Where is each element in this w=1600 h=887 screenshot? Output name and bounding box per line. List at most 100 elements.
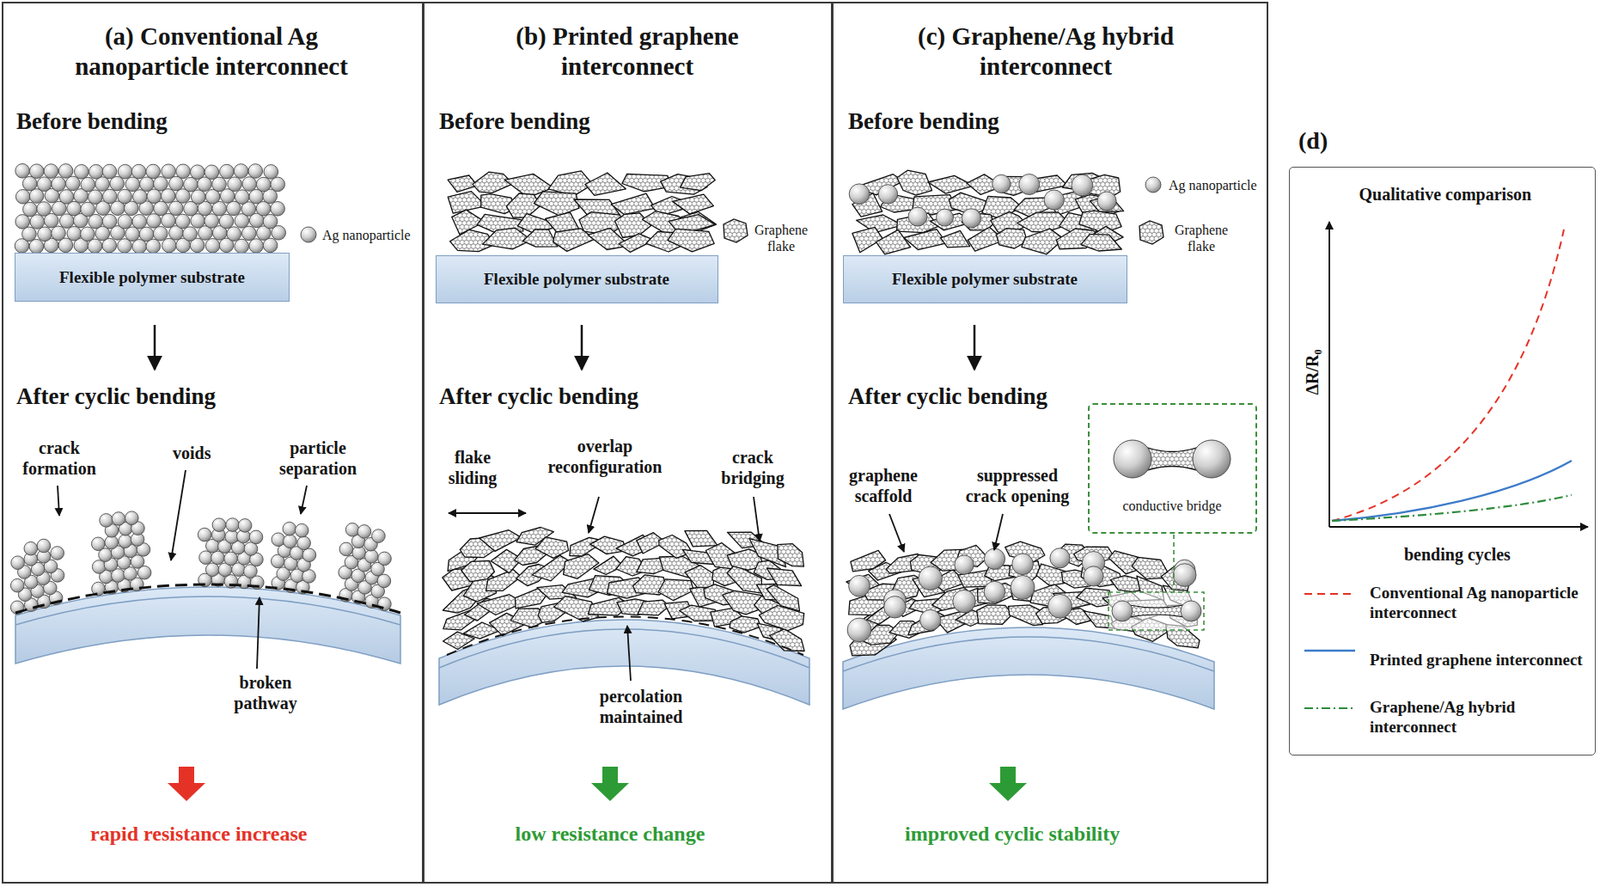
graphene-flake <box>486 569 522 592</box>
ag-nanoparticle <box>162 238 178 253</box>
illustration-part <box>153 324 157 370</box>
legend-label: Conventional Ag nanoparticle interconnec… <box>1369 583 1589 623</box>
graphene-flake <box>928 175 974 194</box>
illustration-part <box>439 629 810 668</box>
callout-text: conductive bridge <box>1123 497 1222 514</box>
ag-nanoparticle <box>183 177 199 192</box>
ag-nanoparticle <box>29 164 44 179</box>
ag-nanoparticle <box>91 560 106 575</box>
substrate-label: Flexible polymer substrate <box>483 269 670 290</box>
ag-nanoparticle <box>205 238 220 254</box>
ag-nanoparticle <box>225 518 240 532</box>
ag-nanoparticle <box>270 177 286 192</box>
ag-nanoparticle <box>1012 553 1034 575</box>
ag-nanoparticle <box>59 213 74 229</box>
graphene-flake <box>684 565 715 588</box>
illustration-part <box>1192 439 1231 478</box>
callout-label: crack bridging <box>712 446 794 489</box>
ag-nanoparticle <box>212 518 226 532</box>
illustration-part <box>1304 707 1356 709</box>
ag-nanoparticle <box>15 214 31 230</box>
illustration-part <box>588 496 599 533</box>
result-text: low resistance change <box>515 821 706 847</box>
substrate-label: Flexible polymer substrate <box>59 268 245 288</box>
ag-nanoparticle <box>1044 189 1064 210</box>
ag-nanoparticle <box>848 183 870 205</box>
panel-letter: (d) <box>1298 126 1328 156</box>
illustration-part <box>989 766 1027 801</box>
ag-nanoparticle <box>153 177 169 192</box>
illustration-part <box>1129 604 1185 617</box>
result-text: rapid resistance increase <box>90 821 307 847</box>
callout-label: graphene scaffold <box>836 464 931 507</box>
ag-nanoparticle <box>234 189 250 205</box>
ag-nanoparticle <box>132 239 147 255</box>
ag-nanoparticle <box>378 597 392 611</box>
ag-nanoparticle <box>256 177 271 192</box>
graphene-flake <box>461 560 495 582</box>
axis-label: ΔR/R₀ <box>1301 349 1323 396</box>
ag-nanoparticle <box>161 213 177 228</box>
ag-nanoparticle <box>80 226 96 242</box>
illustration-part <box>1172 534 1175 593</box>
ag-nanoparticle <box>983 580 1006 603</box>
graphene-flake <box>940 230 971 248</box>
ag-nanoparticle <box>15 164 31 179</box>
ag-nanoparticle <box>190 164 206 180</box>
axis-label: bending cycles <box>1404 543 1511 565</box>
section-heading: Before bending <box>848 107 1000 135</box>
ag-nanoparticle <box>111 512 126 526</box>
legend-label: Ag nanoparticle <box>322 226 411 244</box>
illustration-part <box>448 512 526 514</box>
ag-nanoparticle <box>125 177 141 192</box>
ag-nanoparticle <box>878 184 898 204</box>
illustration-part <box>842 627 1215 709</box>
ag-nanoparticle <box>169 201 184 216</box>
ag-nanoparticle <box>102 164 117 179</box>
ag-nanoparticle <box>80 201 96 217</box>
section-heading: After cyclic bending <box>16 382 216 410</box>
illustration-part <box>1304 649 1356 653</box>
illustration-part <box>580 324 584 370</box>
ag-nanoparticle <box>936 208 954 226</box>
graphene-flake <box>479 530 522 552</box>
ag-nanoparticle <box>262 213 278 229</box>
ag-nanoparticle <box>36 177 52 192</box>
panel-title: (c) Graphene/Ag hybrid interconnect <box>886 21 1205 82</box>
legend-label: Graphene flake <box>1171 221 1232 255</box>
ag-nanoparticle <box>263 164 279 180</box>
ag-nanoparticle <box>36 201 52 217</box>
ag-nanoparticle <box>30 214 45 230</box>
ag-nanoparticle <box>377 574 391 588</box>
illustration-part <box>973 324 977 370</box>
particle-layer <box>10 164 1200 656</box>
ag-nanoparticle <box>197 527 212 542</box>
legend-label: Graphene/Ag hybrid interconnect <box>1369 697 1589 738</box>
ag-nanoparticle <box>74 164 90 180</box>
ag-nanoparticle <box>15 189 31 205</box>
ag-nanoparticle <box>249 238 264 254</box>
ag-nanoparticle <box>1097 191 1117 211</box>
graphene-flake <box>472 171 513 193</box>
ag-nanoparticle <box>161 164 177 179</box>
graphene-flake <box>667 228 715 251</box>
ag-nanoparticle <box>65 176 80 191</box>
graphene-flake <box>852 226 883 252</box>
graphene-flake <box>637 599 670 616</box>
ag-nanoparticle <box>908 207 928 226</box>
illustration-part <box>994 513 1003 550</box>
graphene-flake <box>585 172 626 196</box>
ag-nanoparticle <box>983 548 1005 569</box>
ag-nanoparticle <box>146 164 161 179</box>
graphene-flake <box>897 170 933 196</box>
ag-nanoparticle <box>961 208 981 228</box>
ag-nanoparticle <box>233 164 249 179</box>
section-heading: Before bending <box>16 107 168 135</box>
ag-nanoparticle <box>365 549 379 564</box>
illustration-part <box>627 625 631 681</box>
ag-nanoparticle <box>294 523 309 538</box>
ag-nanoparticle <box>152 225 168 241</box>
ag-nanoparticle <box>139 226 154 242</box>
ag-nanoparticle <box>117 213 133 229</box>
